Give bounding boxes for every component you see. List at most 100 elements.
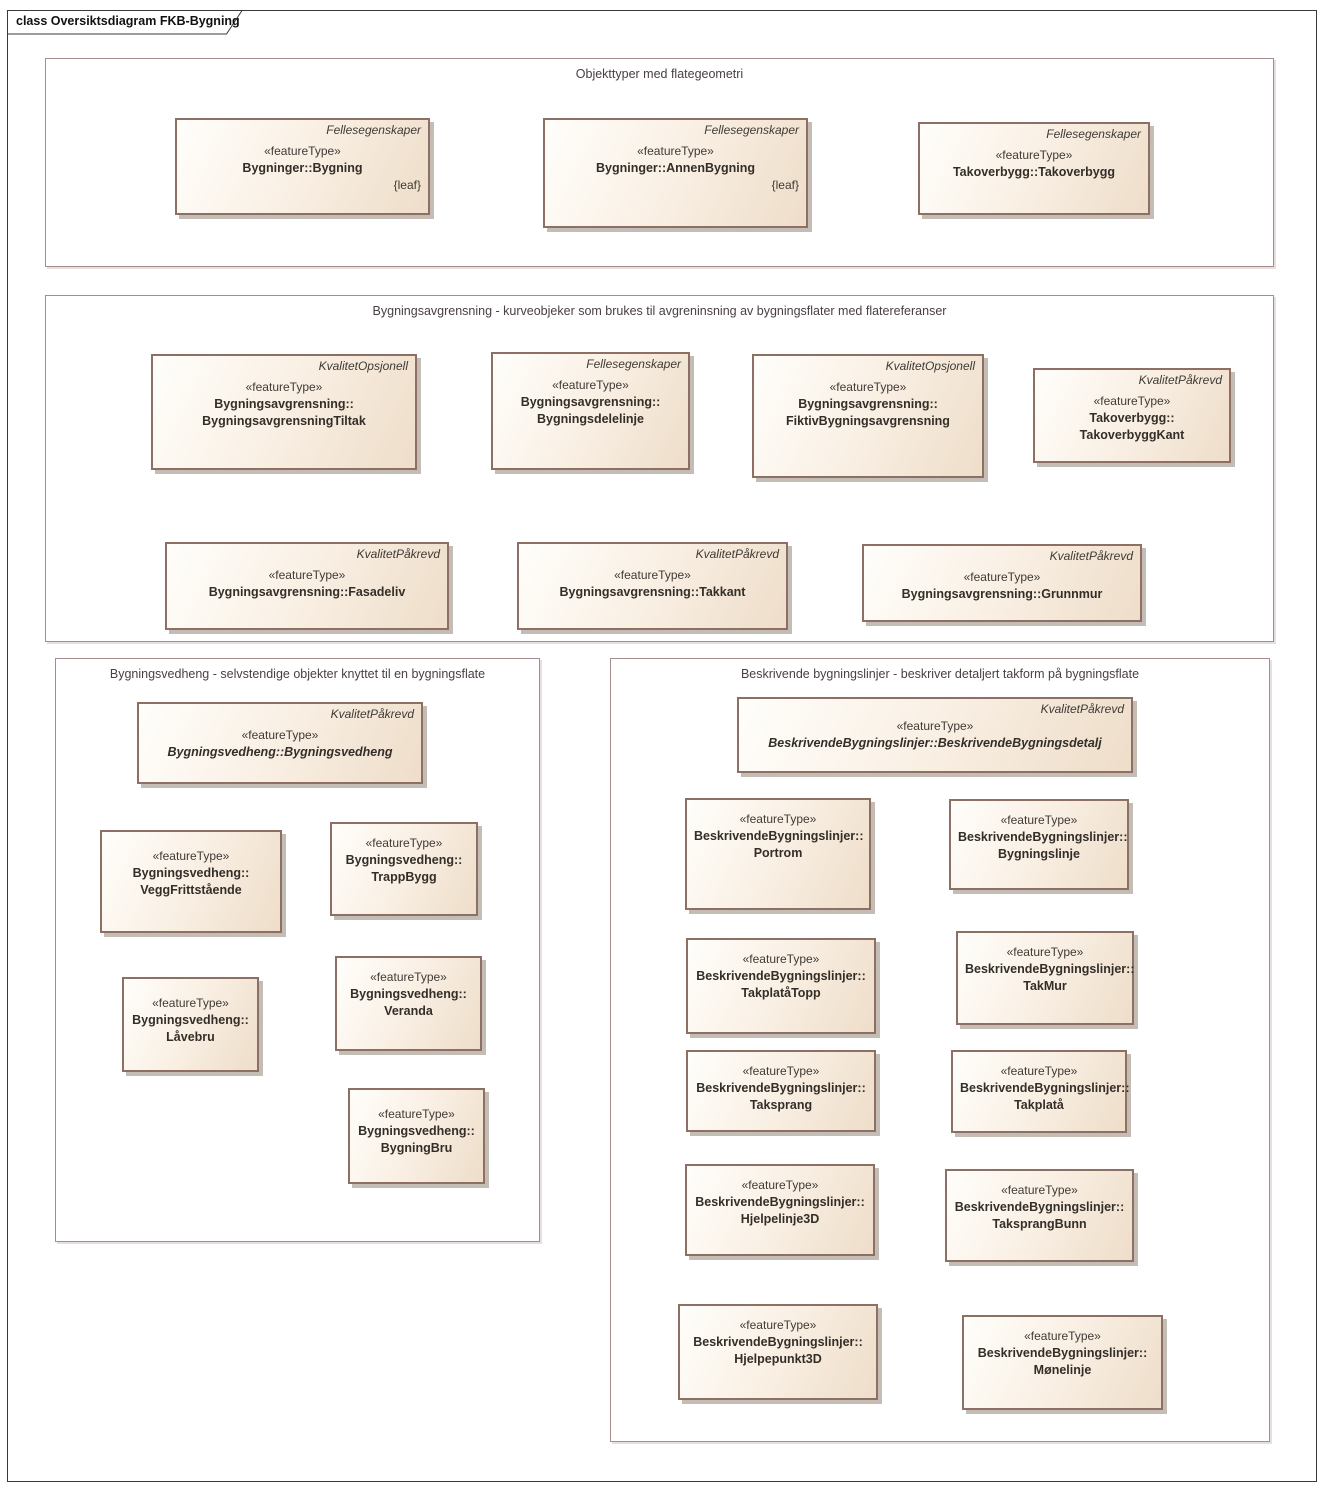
stereotype-label: «featureType» [741,1178,819,1192]
class-name: Bygningsvedheng:: Veranda [350,987,467,1018]
stereotype-header [958,804,1120,812]
class-name: Bygninger::AnnenBygning [595,161,755,175]
class-name: BeskrivendeBygningslinjer::BeskrivendeBy… [768,736,1102,750]
section-title: Bygningsavgrensning - kurveobjeker som b… [372,304,947,318]
class-hjelpelinje3d[interactable]: «featureType» BeskrivendeBygningslinjer:… [685,1164,875,1256]
stereotype-label: «featureType» [268,568,346,582]
class-hjelpepunkt3d[interactable]: «featureType» BeskrivendeBygningslinjer:… [678,1304,878,1400]
tab-shape-icon [7,10,243,35]
class-takmur[interactable]: «featureType» BeskrivendeBygningslinjer:… [956,931,1135,1025]
class-bygninger-bygning[interactable]: Fellesegenskaper «featureType» Bygninger… [175,118,430,215]
stereotype-label: «featureType» [896,719,974,733]
class-takoverbyggkant[interactable]: KvalitetPåkrevd «featureType» Takoverbyg… [1033,368,1231,463]
stereotype-label: «featureType» [739,1318,817,1332]
class-trappbygg[interactable]: «featureType» Bygningsvedheng:: TrappByg… [330,822,478,916]
class-bygningbru[interactable]: «featureType» Bygningsvedheng:: BygningB… [348,1088,485,1184]
class-portrom[interactable]: «featureType» BeskrivendeBygningslinjer:… [685,798,871,910]
stereotype-header: KvalitetPåkrevd [356,547,440,561]
stereotype-header [357,1093,476,1101]
class-takplataatopp[interactable]: «featureType» BeskrivendeBygningslinjer:… [686,938,876,1034]
class-takplataa[interactable]: «featureType» BeskrivendeBygningslinjer:… [951,1050,1130,1133]
stereotype-header: Fellesegenskaper [586,357,681,371]
class-takoverbygg[interactable]: Fellesegenskaper «featureType» Takoverby… [918,122,1150,215]
class-bygningsavgrensningtiltak[interactable]: KvalitetOpsjonell «featureType» Bygnings… [151,354,417,470]
stereotype-label: «featureType» [995,148,1073,162]
class-name: BeskrivendeBygningslinjer:: TakMur [965,962,1135,993]
stereotype-header [131,982,250,990]
stereotype-header [344,961,473,969]
class-name: Bygningsavgrensning:: Bygningsdelelinje [520,395,661,426]
class-annenbygning[interactable]: Fellesegenskaper «featureType» Bygninger… [543,118,808,228]
stereotype-label: «featureType» [1000,813,1078,827]
stereotype-header [694,803,862,811]
class-grunnmur[interactable]: KvalitetPåkrevd «featureType» Bygningsav… [862,544,1142,622]
class-fasadeliv[interactable]: KvalitetPåkrevd «featureType» Bygningsav… [165,542,449,630]
stereotype-label: «featureType» [739,812,817,826]
class-name: Bygningsvedheng:: TrappBygg [345,853,463,884]
stereotype-header: KvalitetPåkrevd [1138,373,1222,387]
stereotype-label: «featureType» [829,380,907,394]
class-name: Takoverbygg::Takoverbygg [952,165,1116,179]
class-takkant[interactable]: KvalitetPåkrevd «featureType» Bygningsav… [517,542,788,630]
class-name: BeskrivendeBygningslinjer:: TakplatåTopp [696,969,866,1000]
stereotype-label: «featureType» [1001,1183,1078,1197]
stereotype-header [694,1169,866,1177]
class-veranda[interactable]: «featureType» Bygningsvedheng:: Veranda [335,956,482,1051]
class-name: Bygningsvedheng:: Låvebru [132,1013,249,1044]
stereotype-label: «featureType» [152,849,230,863]
section-title: Objekttyper med flategeometri [575,67,744,81]
stereotype-label: «featureType» [378,1107,455,1121]
stereotype-label: «featureType» [1000,1064,1078,1078]
section-title: Bygningsvedheng - selvstendige objekter … [109,667,486,681]
class-name: BeskrivendeBygningslinjer:: TaksprangBun… [954,1200,1125,1231]
class-name: Bygningsavgrensning:: Bygningsavgrensnin… [202,397,366,428]
class-taksprang[interactable]: «featureType» BeskrivendeBygningslinjer:… [686,1050,876,1132]
class-name: Takoverbygg:: TakoverbyggKant [1079,411,1185,442]
class-monelinje[interactable]: «featureType» BeskrivendeBygningslinjer:… [962,1315,1163,1410]
class-fiktivbygningsavgrensning[interactable]: KvalitetOpsjonell «featureType» Bygnings… [752,354,984,478]
stereotype-header: KvalitetPåkrevd [1049,549,1133,563]
class-name: BeskrivendeBygningslinjer:: Hjelpelinje3… [695,1195,865,1226]
stereotype-header [960,1055,1118,1063]
class-name: Bygningsavgrensning::Takkant [559,585,746,599]
class-name: BeskrivendeBygningslinjer:: Mønelinje [977,1346,1148,1377]
stereotype-label: «featureType» [370,970,447,984]
stereotype-label: «featureType» [1093,394,1171,408]
stereotype-label: «featureType» [742,1064,820,1078]
stereotype-header: Fellesegenskaper [1046,127,1141,141]
class-name: Bygningsvedheng::Bygningsvedheng [167,745,393,759]
stereotype-header: KvalitetPåkrevd [330,707,414,721]
stereotype-label: «featureType» [637,144,714,158]
stereotype-label: «featureType» [552,378,629,392]
diagram-title: class Oversiktsdiagram FKB-Bygning [16,14,240,28]
class-lavebru[interactable]: «featureType» Bygningsvedheng:: Låvebru [122,977,259,1072]
diagram-title-tab[interactable]: class Oversiktsdiagram FKB-Bygning [7,10,243,35]
stereotype-label: «featureType» [1024,1329,1101,1343]
class-bygningsdelelinje[interactable]: Fellesegenskaper «featureType» Bygningsa… [491,352,690,470]
class-name: BeskrivendeBygningslinjer:: Taksprang [696,1081,866,1112]
stereotype-header [971,1320,1154,1328]
class-name: Bygninger::Bygning [242,161,363,175]
stereotype-label: «featureType» [245,380,323,394]
stereotype-header [954,1174,1125,1182]
stereotype-header [339,827,469,835]
class-name: BeskrivendeBygningslinjer:: Bygningslinj… [958,830,1128,861]
stereotype-header [695,1055,867,1063]
stereotype-label: «featureType» [241,728,319,742]
class-veggfrittstaende[interactable]: «featureType» Bygningsvedheng:: VeggFrit… [100,830,282,933]
leaf-tag: {leaf} [771,178,799,192]
stereotype-header: KvalitetOpsjonell [318,359,408,373]
class-name: BeskrivendeBygningslinjer:: Hjelpepunkt3… [693,1335,863,1366]
stereotype-label: «featureType» [742,952,820,966]
class-bygningsvedheng[interactable]: KvalitetPåkrevd «featureType» Bygningsve… [137,702,423,784]
class-taksprangbunn[interactable]: «featureType» BeskrivendeBygningslinjer:… [945,1169,1134,1262]
stereotype-header: KvalitetOpsjonell [885,359,975,373]
class-bygningslinje[interactable]: «featureType» BeskrivendeBygningslinjer:… [949,799,1129,890]
class-name: Bygningsavgrensning:: FiktivBygningsavgr… [786,397,950,428]
stereotype-header [687,1309,869,1317]
stereotype-label: «featureType» [365,836,443,850]
class-beskrivendebygningsdetalj[interactable]: KvalitetPåkrevd «featureType» Beskrivend… [737,697,1133,773]
stereotype-header [109,835,273,843]
class-name: Bygningsvedheng:: BygningBru [358,1124,475,1155]
